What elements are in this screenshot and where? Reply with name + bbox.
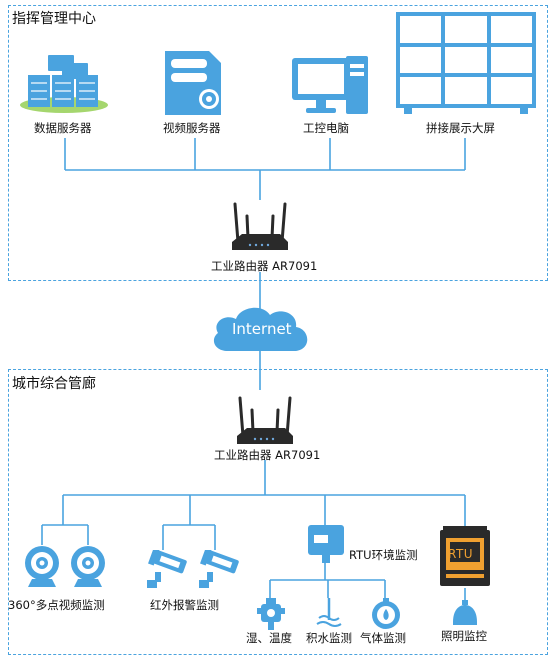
infrared-camera-icon [147, 550, 187, 588]
industrial-pc-icon [292, 56, 368, 114]
rtu-device-label: RTU [448, 547, 474, 561]
gas-monitoring-label: 气体监测 [360, 631, 406, 645]
industrial-pc-label: 工控电脑 [303, 121, 349, 135]
rtu-device-icon [440, 526, 490, 586]
router-label-bottom: 工业路由器 AR7091 [214, 448, 321, 462]
camera-360-label: 360°多点视频监测 [8, 598, 105, 612]
data-server-icon [20, 55, 108, 113]
water-monitoring-label: 积水监测 [306, 631, 352, 645]
camera-360-icon [71, 546, 105, 587]
internet-label: Internet [232, 320, 292, 338]
temperature-humidity-sensor-icon [257, 598, 285, 630]
infrared-camera-icon [199, 550, 239, 588]
lighting-icon [453, 600, 477, 625]
lighting-label: 照明监控 [441, 629, 487, 643]
video-wall-label: 拼接展示大屏 [426, 121, 495, 135]
rtu-module-icon [308, 525, 344, 563]
rtu-env-label: RTU环境监测 [349, 548, 418, 562]
data-server-label: 数据服务器 [34, 121, 92, 135]
utility-tunnel-region [8, 369, 548, 655]
internet-cloud-icon [213, 307, 308, 351]
command-center-region [8, 5, 548, 281]
video-server-icon [165, 51, 221, 115]
gas-sensor-icon [372, 598, 400, 629]
router-label-top: 工业路由器 AR7091 [211, 259, 318, 273]
video-server-label: 视频服务器 [163, 121, 221, 135]
router-icon [232, 202, 288, 250]
camera-360-icon [25, 546, 59, 587]
temp-humidity-label: 湿、温度 [246, 631, 292, 645]
utility-tunnel-title: 城市综合管廊 [12, 376, 96, 392]
video-wall-icon [396, 12, 536, 114]
infrared-alarm-label: 红外报警监测 [150, 598, 219, 612]
water-level-sensor-icon [316, 598, 342, 627]
router-icon [237, 396, 293, 444]
command-center-title: 指挥管理中心 [12, 11, 96, 27]
